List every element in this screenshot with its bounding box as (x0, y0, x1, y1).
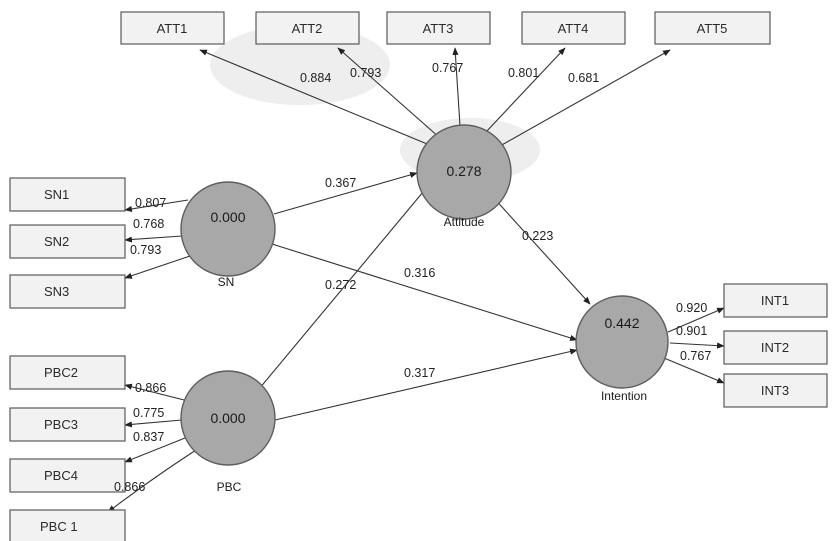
path-pbc-attitude (258, 185, 429, 390)
path-coef-sn-intention: 0.316 (404, 266, 435, 280)
latent-attitude: 0.278 Attitude (416, 124, 512, 229)
loading-pbc4: 0.837 (133, 430, 164, 444)
loading-sn1: 0.807 (135, 196, 166, 210)
indicator-label: SN3 (44, 284, 69, 299)
arrow-attitude-att3 (452, 47, 461, 127)
indicator-label: PBC2 (44, 365, 78, 380)
indicator-pbc3: PBC3 (9, 407, 126, 442)
indicator-label: ATT4 (558, 21, 589, 36)
indicator-sn1: SN1 (9, 177, 126, 212)
r-squared-value: 0.000 (210, 209, 245, 225)
path-sn-intention (271, 243, 578, 341)
loading-att1: 0.884 (300, 71, 331, 85)
r-squared-value: 0.442 (604, 315, 639, 331)
indicator-label: ATT1 (157, 21, 188, 36)
arrow-intention-int1 (667, 307, 725, 333)
indicator-int1: INT1 (723, 283, 828, 318)
r-squared-value: 0.000 (210, 410, 245, 426)
loading-att2: 0.793 (350, 66, 381, 80)
indicator-pbc4: PBC4 (9, 458, 126, 493)
latent-intention: 0.442 Intention (575, 295, 669, 403)
indicator-att3: ATT3 (386, 11, 491, 45)
path-sn-attitude (273, 171, 418, 215)
indicator-label: PBC4 (44, 468, 78, 483)
arrow-sn-sn1 (124, 199, 189, 212)
indicator-att2: ATT2 (255, 11, 360, 45)
loading-att5: 0.681 (568, 71, 599, 85)
arrow-pbc-pbc4 (124, 437, 186, 463)
indicator-int3: INT3 (723, 373, 828, 408)
indicator-label: PBC 1 (40, 519, 78, 534)
indicator-label: PBC3 (44, 417, 78, 432)
arrow-pbc-pbc2 (124, 383, 193, 403)
path-pbc-intention (274, 348, 578, 421)
path-attitude-intention (491, 195, 591, 305)
construct-name: Intention (601, 389, 647, 403)
arrow-attitude-att5 (499, 49, 671, 147)
loading-pbc1: 0.866 (114, 480, 145, 494)
indicator-label: INT2 (761, 340, 789, 355)
indicator-pbc2: PBC2 (9, 355, 126, 390)
indicator-label: ATT5 (697, 21, 728, 36)
loading-pbc3: 0.775 (133, 406, 164, 420)
construct-name: PBC (217, 480, 242, 494)
arrow-attitude-att1 (199, 49, 433, 147)
arrow-pbc-pbc1 (107, 449, 197, 513)
path-coef-sn-attitude: 0.367 (325, 176, 356, 190)
indicator-label: INT1 (761, 293, 789, 308)
arrow-attitude-att2 (337, 47, 441, 139)
construct-name: SN (218, 275, 235, 289)
loading-pbc2: 0.866 (135, 381, 166, 395)
indicator-att5: ATT5 (654, 11, 771, 45)
indicator-att4: ATT4 (521, 11, 626, 45)
indicator-label: SN2 (44, 234, 69, 249)
loading-int3: 0.767 (680, 349, 711, 363)
r-squared-value: 0.278 (446, 163, 481, 179)
indicator-label: ATT2 (292, 21, 323, 36)
indicator-sn3: SN3 (9, 274, 126, 309)
loading-att3: 0.767 (432, 61, 463, 75)
path-coef-pbc-intention: 0.317 (404, 366, 435, 380)
loading-att4: 0.801 (508, 66, 539, 80)
arrow-intention-int3 (663, 357, 725, 384)
construct-name: Attitude (444, 215, 485, 229)
latent-sn: 0.000 SN (180, 181, 276, 289)
arrow-intention-int2 (669, 342, 725, 349)
arrow-sn-sn3 (124, 255, 191, 279)
indicator-pbc1: PBC 1 (9, 509, 126, 541)
indicator-att1: ATT1 (120, 11, 225, 45)
loading-sn2: 0.768 (133, 217, 164, 231)
loading-int2: 0.901 (676, 324, 707, 338)
indicator-int2: INT2 (723, 330, 828, 365)
arrow-attitude-att4 (485, 47, 566, 133)
indicator-sn2: SN2 (9, 224, 126, 259)
indicator-label: ATT3 (423, 21, 454, 36)
indicator-label: SN1 (44, 187, 69, 202)
path-coef-pbc-attitude: 0.272 (325, 278, 356, 292)
latent-pbc: 0.000 PBC (180, 370, 276, 494)
loading-int1: 0.920 (676, 301, 707, 315)
indicator-label: INT3 (761, 383, 789, 398)
loading-sn3: 0.793 (130, 243, 161, 257)
arrow-sn-sn2 (124, 235, 183, 243)
arrow-pbc-pbc3 (124, 419, 183, 428)
path-coef-attitude-intention: 0.223 (522, 229, 553, 243)
